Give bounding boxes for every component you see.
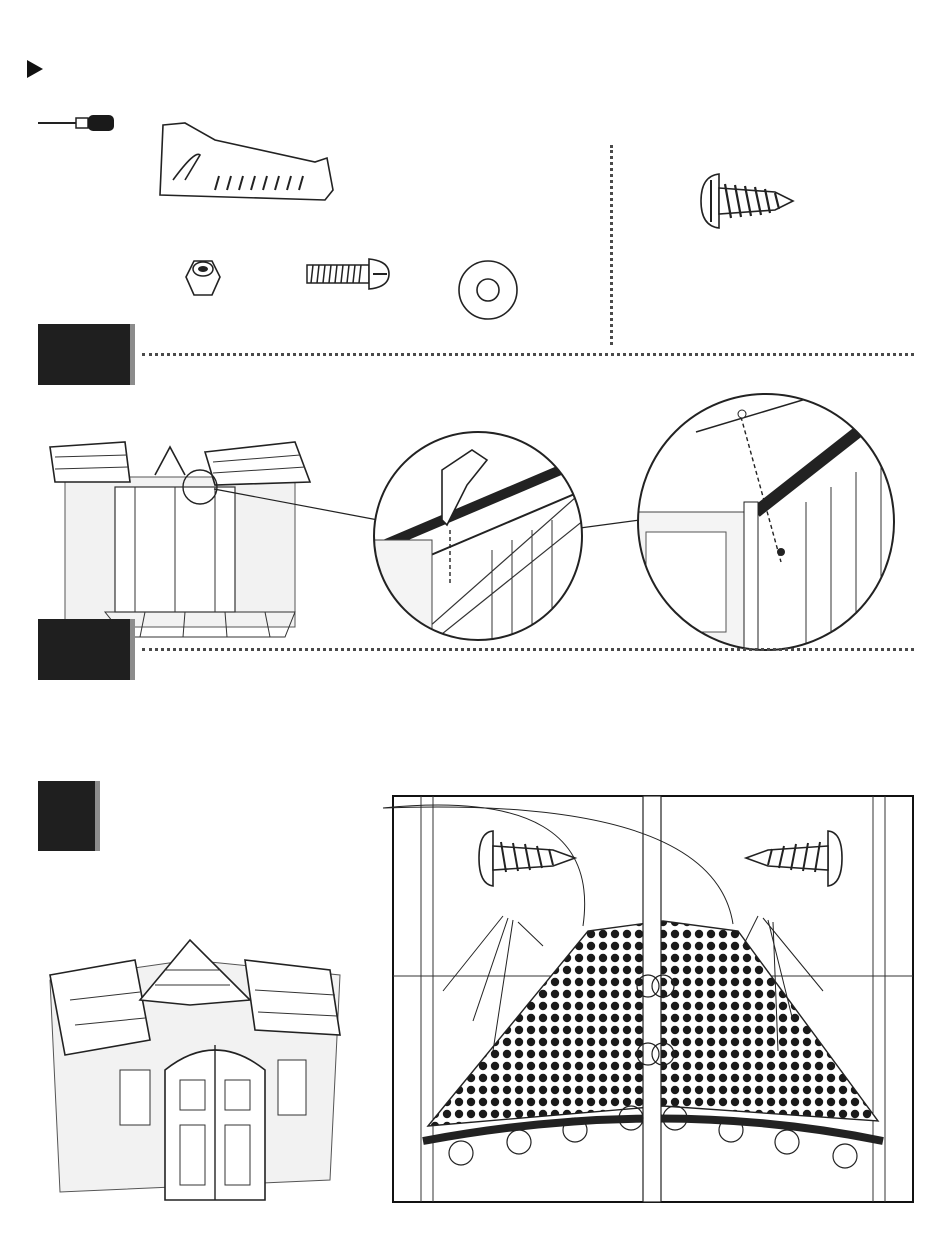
step-divider-b — [142, 648, 914, 651]
detail-zoom-2 — [636, 392, 896, 652]
step-marker-b — [38, 619, 130, 680]
shed-roof-view — [40, 930, 345, 1202]
step-marker-c — [38, 781, 95, 851]
detail-zoom-1 — [372, 430, 584, 642]
roof-panel-closeup — [393, 796, 913, 1202]
